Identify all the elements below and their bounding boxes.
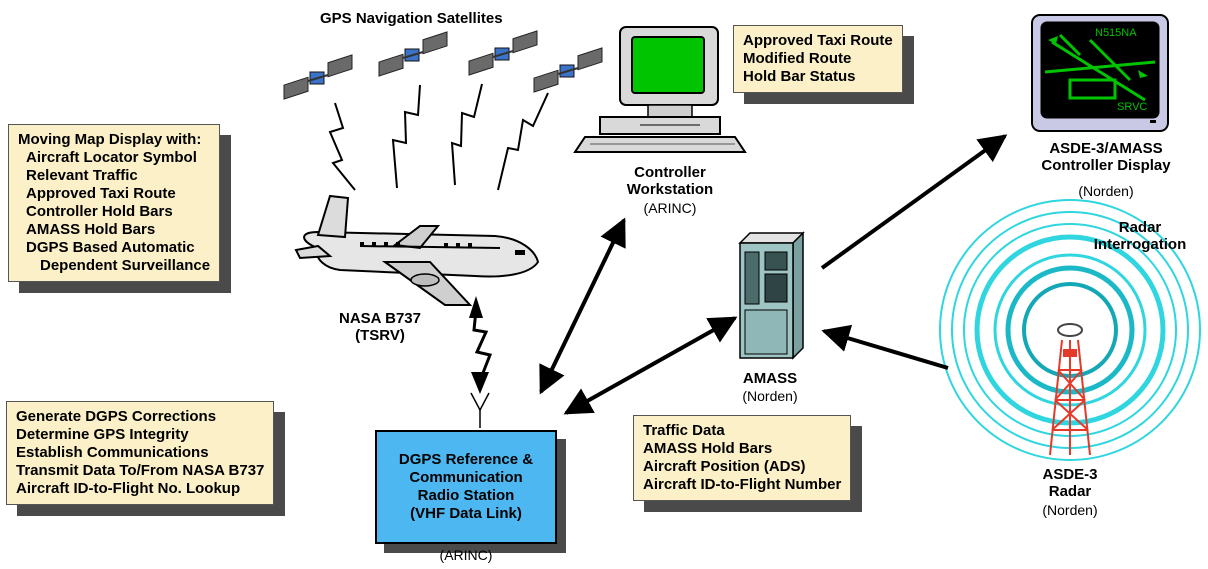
amass-label: AMASS: [742, 370, 798, 387]
satellite-icon: [468, 29, 538, 77]
srvc-label: SRVC: [1117, 101, 1147, 113]
satellite-icon: [283, 53, 353, 101]
satellite-icon: [378, 30, 448, 78]
callsign-label: N515NA: [1095, 27, 1137, 39]
amass-data-note: Traffic Data AMASS Hold Bars Aircraft Po…: [633, 415, 852, 501]
workstation-label: Controller Workstation: [626, 164, 714, 198]
radar-interrogation-label: Radar Interrogation: [1093, 219, 1187, 253]
amass-vendor: (Norden): [742, 388, 798, 404]
asde-display-icon: N515NA SRVC: [1031, 14, 1169, 132]
aircraft-label: NASA B737 (TSRV): [339, 310, 421, 344]
workstation-vendor: (ARINC): [643, 200, 697, 216]
satellite-signals: [328, 83, 549, 191]
dgps-station-box: DGPS Reference & Communication Radio Sta…: [375, 430, 557, 544]
station-vendor: (ARINC): [439, 547, 493, 563]
workstation-computer-icon: [573, 26, 747, 153]
aircraft-datalink-arrow: [469, 296, 493, 394]
station-functions-note: Generate DGPS Corrections Determine GPS …: [6, 401, 275, 505]
asde-display-label: ASDE-3/AMASS Controller Display: [1041, 140, 1171, 174]
asde-display-vendor: (Norden): [1078, 183, 1134, 199]
amass-computer-icon: [738, 231, 805, 360]
data-link-arrows: [539, 134, 1008, 415]
amass-display-arrow: [820, 134, 1008, 270]
satellite-icon: [533, 46, 603, 94]
moving-map-note: Moving Map Display with: Aircraft Locato…: [8, 124, 221, 282]
station-workstation-arrow: [539, 217, 626, 395]
uplink-note: Approved Taxi Route Modified Route Hold …: [733, 25, 903, 93]
gps-satellites: [283, 29, 603, 101]
radar-label: ASDE-3 Radar: [1042, 466, 1098, 500]
antenna-icon: [470, 392, 490, 428]
radar-tower-icon: [1049, 323, 1091, 456]
aircraft-icon: [294, 194, 540, 306]
radar-amass-arrow: [821, 324, 949, 370]
station-amass-arrow: [563, 316, 738, 415]
radar-vendor: (Norden): [1042, 502, 1098, 518]
satellites-title: GPS Navigation Satellites: [320, 10, 503, 27]
